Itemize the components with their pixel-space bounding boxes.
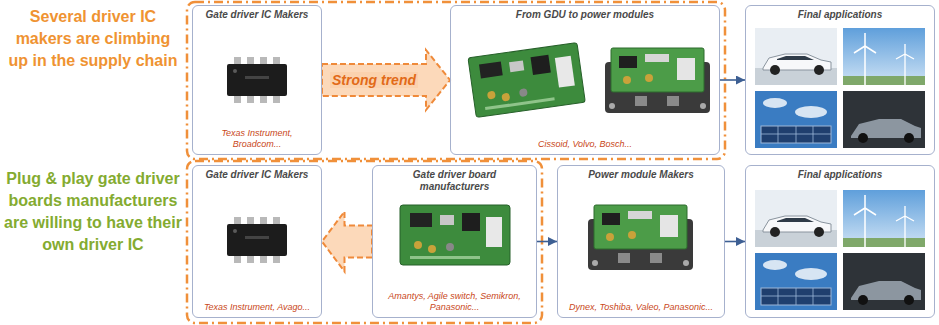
trend-group-outline (187, 2, 725, 159)
board-maker-box: Gate driver board manufacturersAmantys, … (372, 165, 537, 318)
application-photos (755, 28, 925, 148)
application-box: Final applications (745, 165, 935, 318)
note-wrap: Plug & play gate driver boards manufactu… (4, 168, 182, 256)
power-module (605, 48, 710, 113)
trend-arrow (322, 50, 450, 110)
box-title: Power module Makers (588, 169, 694, 181)
box-title: Gate driver IC Makers (206, 9, 309, 21)
module-maker-box: Power module MakersDynex, Toshiba, Valeo… (557, 165, 725, 318)
application-photos (755, 190, 925, 310)
company-list: Dynex, Toshiba, Valeo, Panasonic... (569, 302, 713, 314)
driver-ic-chip (227, 217, 287, 263)
application-box: Final applications (745, 5, 935, 155)
flow-arrow (537, 241, 557, 243)
side-note: Plug & play gate driver boards manufactu… (4, 168, 182, 256)
edge-label: Strong trend (330, 72, 418, 88)
box-title: Final applications (798, 9, 882, 21)
box-title: Final applications (798, 169, 882, 181)
company-list: Amantys, Agile switch, Semikron, Panason… (377, 291, 532, 314)
driver-ic-chip (227, 57, 287, 103)
edge-label-wrap: Strong trend (330, 72, 418, 88)
trend-group-outline (187, 161, 542, 323)
trend-arrow (322, 212, 372, 272)
maker-box: Gate driver IC MakersTexas Instrument, B… (192, 5, 322, 155)
flow-arrow (725, 241, 745, 243)
gate-driver-board (400, 205, 510, 265)
company-list: Texas Instrument, Broadcom... (197, 128, 317, 151)
maker-box: Gate driver IC MakersTexas Instrument, A… (192, 165, 322, 318)
company-list: Cissoid, Volvo, Bosch... (538, 139, 632, 151)
note-wrap: Several driver IC makers are climbing up… (4, 6, 182, 72)
flow-arrow (720, 79, 745, 81)
side-note: Several driver IC makers are climbing up… (4, 6, 182, 72)
box-title: Gate driver board manufacturers (377, 169, 532, 193)
stage-box: From GDU to power modulesCissoid, Volvo,… (450, 5, 720, 155)
box-title: Gate driver IC Makers (206, 169, 309, 181)
gate-driver-board (468, 43, 585, 118)
power-module (588, 205, 693, 270)
company-list: Texas Instrument, Avago... (204, 302, 310, 314)
box-title: From GDU to power modules (516, 9, 654, 21)
